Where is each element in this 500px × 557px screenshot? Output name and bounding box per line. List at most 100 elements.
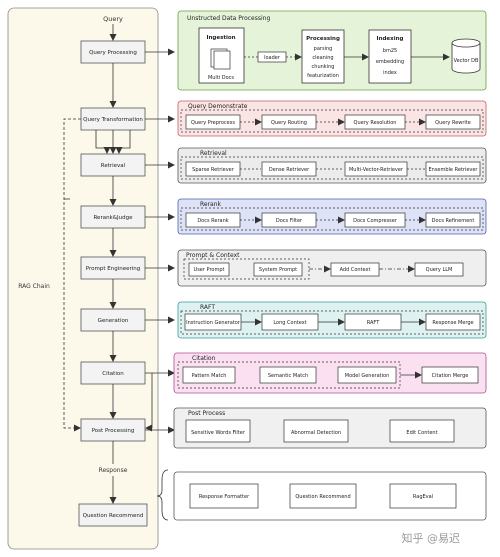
- svg-text:Sensitive Words Filter: Sensitive Words Filter: [191, 430, 246, 436]
- svg-text:Instruction Generator: Instruction Generator: [186, 320, 241, 326]
- ingestion-box: [198, 27, 245, 84]
- edit-content: [389, 419, 455, 443]
- svg-text:RAFT: RAFT: [367, 320, 380, 326]
- group-retrieval: Retrieval Sparse Retriever Dense Retriev…: [177, 147, 487, 184]
- processing-title: Processing: [306, 36, 340, 42]
- watermark: 知乎 @易迟: [401, 532, 461, 545]
- svg-text:Docs Rerank: Docs Rerank: [197, 218, 228, 224]
- svg-text:Prompt Engineering: Prompt Engineering: [86, 266, 140, 272]
- svg-text:System Prompt: System Prompt: [259, 267, 297, 273]
- node-query-processing[interactable]: Query Processing: [80, 40, 146, 64]
- node-query-transformation[interactable]: Query Transformation: [80, 107, 146, 131]
- group-response: Response Formatter Question Recommend Ra…: [173, 471, 487, 521]
- question-recommend-box: [289, 483, 357, 509]
- svg-text:Citation: Citation: [102, 371, 124, 377]
- ingestion-title: Ingestion: [206, 35, 235, 41]
- pattern-match: [182, 366, 236, 384]
- svg-text:Add Context: Add Context: [340, 267, 371, 273]
- sensitive-words-filter: [185, 419, 251, 443]
- svg-text:Docs Refinement: Docs Refinement: [432, 218, 475, 224]
- svg-text:parsing: parsing: [314, 46, 333, 52]
- response-label: Response: [99, 467, 128, 474]
- node-prompt-engineering[interactable]: Prompt Engineering: [80, 256, 146, 280]
- doc-icon-2: [213, 50, 231, 70]
- indexing-box: [368, 29, 412, 84]
- query-rewrite: [425, 114, 481, 130]
- svg-text:Question Recommend: Question Recommend: [83, 513, 144, 519]
- user-prompt: [188, 262, 230, 277]
- ensemble-retriever: [425, 161, 481, 177]
- svg-text:bm25: bm25: [383, 48, 397, 54]
- node-citation[interactable]: Citation: [80, 361, 146, 385]
- model-generation: [337, 366, 397, 384]
- docs-refinement: [425, 212, 481, 228]
- group-citation: Citation Pattern Match Semantic Match Mo…: [173, 352, 487, 394]
- rag-eval: [389, 483, 457, 509]
- svg-text:loader: loader: [264, 55, 281, 61]
- query-demonstrate-title: Query Demonstrate: [188, 103, 248, 110]
- svg-text:embedding: embedding: [376, 59, 404, 65]
- svg-text:Dense Retriever: Dense Retriever: [269, 167, 310, 173]
- indexing-title: Indexing: [377, 36, 404, 42]
- citation-merge: [421, 366, 479, 384]
- svg-text:Query Preprocess: Query Preprocess: [191, 120, 235, 126]
- svg-text:RagEval: RagEval: [413, 494, 433, 500]
- svg-text:Citation Merge: Citation Merge: [432, 373, 469, 379]
- prompt-title: Prompt & Context: [186, 252, 240, 259]
- response-merge: [425, 313, 481, 331]
- svg-text:Response Merge: Response Merge: [432, 320, 473, 326]
- svg-text:Generation: Generation: [98, 318, 129, 324]
- svg-text:Query Processing: Query Processing: [89, 50, 137, 56]
- rag-chain-label: RAG Chain: [18, 283, 50, 290]
- svg-text:index: index: [383, 70, 397, 76]
- group-post-process: Post Process Sensitive Words Filter Abno…: [173, 407, 487, 449]
- svg-text:User Prompt: User Prompt: [194, 267, 225, 273]
- group-prompt-context: Prompt & Context User Prompt System Prom…: [177, 249, 487, 287]
- node-retrieval[interactable]: Retrieval: [80, 153, 146, 177]
- system-prompt: [253, 262, 303, 277]
- abnormal-detection: [283, 419, 349, 443]
- vector-db-icon: [451, 38, 481, 74]
- svg-text:Edit Content: Edit Content: [406, 430, 437, 436]
- svg-text:Question Recommend: Question Recommend: [295, 494, 350, 500]
- node-post-processing[interactable]: Post Processing: [80, 418, 146, 442]
- svg-text:Docs Compresser: Docs Compresser: [353, 218, 398, 224]
- node-question-recommend[interactable]: Question Recommend: [78, 503, 148, 527]
- svg-text:Pattern Match: Pattern Match: [192, 373, 227, 379]
- svg-text:Long Context: Long Context: [273, 320, 306, 326]
- node-rerank-judge[interactable]: Rerank&Judge: [80, 205, 146, 229]
- svg-text:cleaning: cleaning: [312, 55, 333, 61]
- svg-text:Ensemble Retriever: Ensemble Retriever: [428, 167, 478, 173]
- svg-text:Query Transformation: Query Transformation: [83, 117, 143, 123]
- multi-docs-label: Multi Docs: [208, 75, 234, 81]
- query-label: Query: [103, 15, 123, 23]
- svg-text:chunking: chunking: [312, 64, 335, 70]
- retrieval-title: Retrieval: [200, 150, 227, 157]
- node-generation[interactable]: Generation: [80, 308, 146, 332]
- response-formatter: [189, 483, 259, 509]
- add-context: [330, 262, 380, 277]
- svg-text:Query Routing: Query Routing: [271, 120, 307, 126]
- svg-text:Query Resolution: Query Resolution: [354, 120, 397, 126]
- svg-text:Multi-Vector-Retriever: Multi-Vector-Retriever: [349, 167, 404, 173]
- svg-text:Abnormal Detection: Abnormal Detection: [291, 430, 341, 436]
- vector-db-label: Vector DB: [454, 58, 479, 64]
- svg-text:Rerank&Judge: Rerank&Judge: [93, 215, 133, 221]
- rerank-title: Rerank: [200, 201, 222, 208]
- group-query-demonstrate: Query Demonstrate Query Preprocess Query…: [177, 100, 487, 137]
- svg-text:Model Generation: Model Generation: [345, 373, 390, 379]
- svg-text:Query LLM: Query LLM: [426, 267, 453, 273]
- post-title: Post Process: [188, 410, 225, 417]
- unstructured-title: Unstructed Data Processing: [187, 15, 270, 22]
- citation-title: Citation: [192, 355, 216, 362]
- group-raft: RAFT Instruction Generator Long Context …: [177, 301, 487, 339]
- query-llm: [414, 262, 464, 277]
- svg-text:Post Processing: Post Processing: [92, 428, 135, 434]
- svg-text:Response Formatter: Response Formatter: [199, 494, 250, 500]
- svg-text:Semantic Match: Semantic Match: [268, 373, 308, 379]
- raft-title: RAFT: [200, 304, 215, 311]
- svg-text:Docs Filter: Docs Filter: [276, 218, 303, 224]
- svg-text:Query Rewrite: Query Rewrite: [435, 120, 471, 126]
- group-rerank: Rerank Docs Rerank Docs Filter Docs Comp…: [177, 198, 487, 235]
